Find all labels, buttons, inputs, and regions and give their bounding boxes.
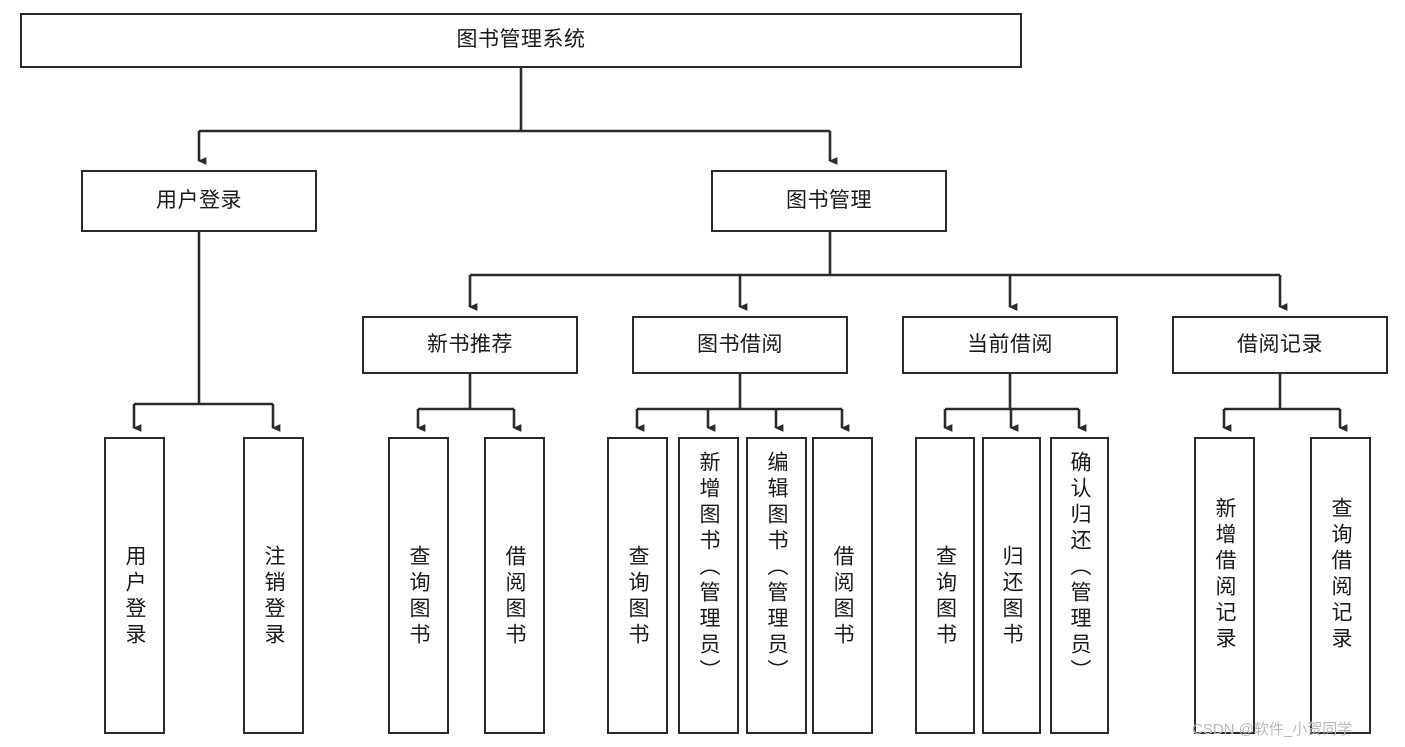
node-label: 新增图书（管理员） <box>697 451 720 685</box>
node-label: 借阅图书 <box>503 545 526 649</box>
leaf-confirm-return-admin[interactable]: 确认归还（管理员） <box>1050 437 1109 734</box>
node-label: 查询借阅记录 <box>1329 497 1352 653</box>
leaf-borrow-book[interactable]: 借阅图书 <box>812 437 873 734</box>
leaf-add-book-admin[interactable]: 新增图书（管理员） <box>678 437 739 734</box>
leaf-user-login[interactable]: 用户登录 <box>104 437 165 734</box>
node-label: 图书借阅 <box>697 332 783 356</box>
leaf-query-book-recommend[interactable]: 查询图书 <box>388 437 449 734</box>
leaf-user-logout[interactable]: 注销登录 <box>243 437 304 734</box>
node-label: 新书推荐 <box>427 332 513 356</box>
csdn-watermark: CSDN @软件_小贺同学 <box>1192 721 1353 738</box>
node-new-book-recommend[interactable]: 新书推荐 <box>362 316 578 374</box>
node-label: 当前借阅 <box>967 332 1053 356</box>
node-label: 确认归还（管理员） <box>1068 451 1091 685</box>
node-label: 新增借阅记录 <box>1213 497 1236 653</box>
node-book-management[interactable]: 图书管理 <box>711 170 947 232</box>
node-label: 注销登录 <box>262 545 285 649</box>
leaf-add-borrow-record[interactable]: 新增借阅记录 <box>1194 437 1255 734</box>
node-user-login[interactable]: 用户登录 <box>81 170 317 232</box>
leaf-borrow-book-recommend[interactable]: 借阅图书 <box>484 437 545 734</box>
node-label: 用户登录 <box>156 188 242 212</box>
node-label: 查询图书 <box>933 545 957 649</box>
node-label: 编辑图书（管理员） <box>765 451 788 685</box>
leaf-query-book-current[interactable]: 查询图书 <box>915 437 975 734</box>
leaf-edit-book-admin[interactable]: 编辑图书（管理员） <box>746 437 807 734</box>
node-book-borrow[interactable]: 图书借阅 <box>632 316 848 374</box>
node-borrow-records[interactable]: 借阅记录 <box>1172 316 1388 374</box>
node-label: 图书管理 <box>786 188 872 212</box>
node-label: 查询图书 <box>407 545 430 649</box>
node-current-borrow[interactable]: 当前借阅 <box>902 316 1118 374</box>
leaf-return-book[interactable]: 归还图书 <box>982 437 1041 734</box>
node-label: 用户登录 <box>123 545 146 649</box>
node-label: 借阅记录 <box>1237 332 1323 356</box>
node-root-system[interactable]: 图书管理系统 <box>20 13 1022 68</box>
node-label: 图书管理系统 <box>456 28 586 52</box>
node-label: 查询图书 <box>626 545 649 649</box>
node-label: 归还图书 <box>1000 545 1023 649</box>
leaf-query-book-borrow[interactable]: 查询图书 <box>607 437 668 734</box>
node-label: 借阅图书 <box>831 545 854 649</box>
leaf-query-borrow-record[interactable]: 查询借阅记录 <box>1310 437 1371 734</box>
